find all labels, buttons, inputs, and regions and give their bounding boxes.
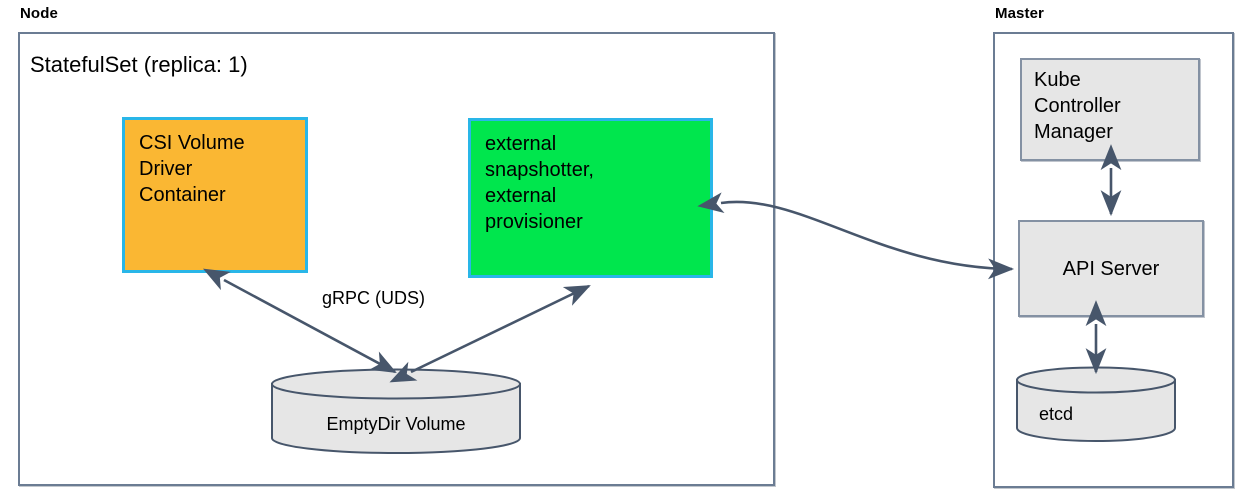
node-group-label: Node — [20, 5, 58, 22]
external-controllers-box[interactable]: external snapshotter, external provision… — [468, 118, 713, 278]
etcd-cylinder-shape — [1016, 366, 1176, 442]
emptydir-cylinder-shape — [271, 368, 521, 454]
etcd-cylinder[interactable]: etcd — [1015, 366, 1177, 444]
master-group-label: Master — [995, 5, 1044, 22]
emptydir-volume-cylinder[interactable]: EmptyDir Volume — [270, 368, 522, 454]
grpc-uds-edge-label: gRPC (UDS) — [322, 288, 426, 308]
kube-controller-manager-box[interactable]: Kube Controller Manager — [1020, 58, 1200, 161]
statefulset-title: StatefulSet (replica: 1) — [30, 52, 248, 77]
csi-volume-driver-container-box[interactable]: CSI Volume Driver Container — [122, 117, 308, 273]
api-server-box[interactable]: API Server — [1018, 220, 1204, 317]
